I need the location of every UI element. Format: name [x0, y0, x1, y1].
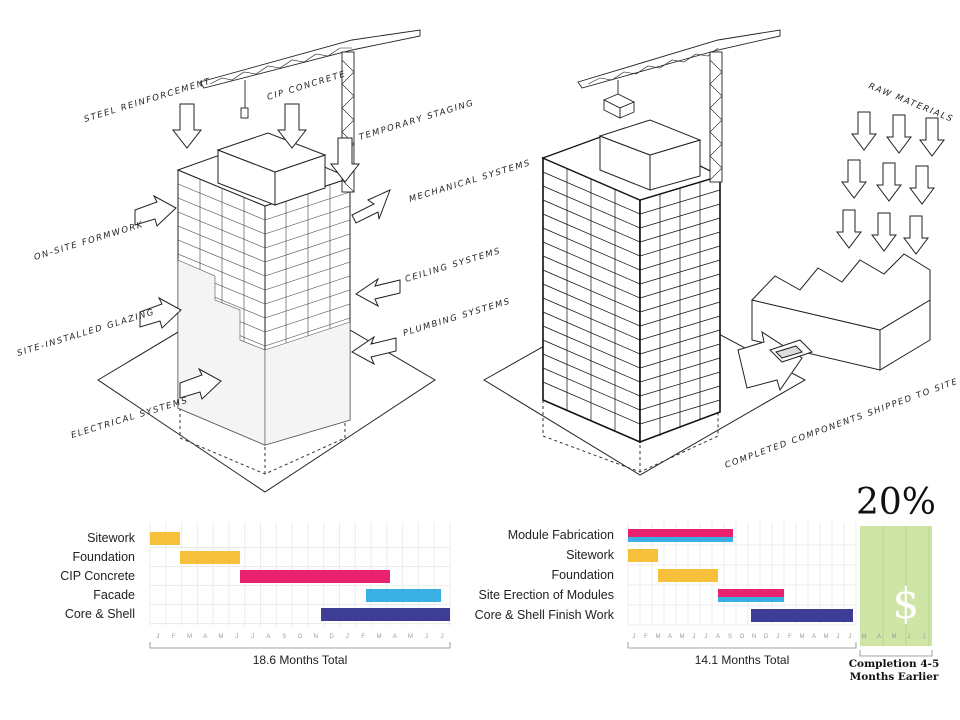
- month-tick: A: [812, 634, 816, 640]
- task-label: Module Fabrication: [508, 528, 614, 542]
- month-tick: M: [800, 634, 805, 640]
- task-label: CIP Concrete: [60, 569, 135, 583]
- month-tick: J: [837, 634, 840, 640]
- month-tick: F: [788, 634, 792, 640]
- right-module-grid: [542, 168, 721, 436]
- task-bar-secondary: [718, 597, 784, 602]
- task-label: Foundation: [72, 550, 135, 564]
- completion-note-line1: Completion 4-5: [849, 658, 940, 670]
- month-tick: J: [251, 634, 254, 640]
- timeline-bracket: [149, 642, 451, 649]
- month-tick: J: [633, 634, 636, 640]
- month-tick: S: [282, 634, 286, 640]
- time-savings-block: 20% $ M A M J J Completion 4-5 Months Earlie…: [849, 482, 940, 683]
- month-tick: A: [203, 634, 207, 640]
- savings-month-tick: M: [892, 634, 897, 640]
- month-tick: J: [693, 634, 696, 640]
- task-label: Site Erection of Modules: [479, 588, 615, 602]
- month-tick: J: [346, 634, 349, 640]
- label-cip-concrete: CIP CONCRETE: [266, 69, 348, 103]
- task-label: Core & Shell Finish Work: [475, 608, 615, 622]
- month-tick: A: [266, 634, 270, 640]
- savings-month-tick: A: [877, 634, 881, 640]
- task-label: Facade: [93, 588, 135, 602]
- month-tick: M: [219, 634, 224, 640]
- label-site-installed-glazing: SITE-INSTALLED GLAZING: [16, 307, 156, 359]
- savings-highlight: [860, 526, 932, 646]
- raw-material-arrows: [836, 111, 945, 255]
- month-tick: J: [235, 634, 238, 640]
- month-tick: A: [716, 634, 720, 640]
- task-label: Foundation: [551, 568, 614, 582]
- month-tick: M: [824, 634, 829, 640]
- month-tick: F: [172, 634, 176, 640]
- label-temporary-staging: TEMPORARY STAGING: [358, 98, 476, 143]
- right-crane: [577, 29, 781, 183]
- total-duration: 18.6 Months Total: [253, 653, 348, 667]
- timeline-bracket: [627, 642, 857, 649]
- modular-schedule-gantt: Module FabricationSiteworkFoundationSite…: [475, 522, 857, 667]
- month-tick: J: [849, 634, 852, 640]
- label-raw-materials: RAW MATERIALS: [867, 82, 955, 125]
- total-duration: 14.1 Months Total: [695, 653, 790, 667]
- savings-month-tick: J: [923, 634, 926, 640]
- label-on-site-formwork: ON-SITE FORMWORK: [33, 220, 145, 263]
- savings-month-tick: M: [862, 634, 867, 640]
- label-mechanical-systems: MECHANICAL SYSTEMS: [408, 158, 532, 205]
- right-tower-front-face: [542, 156, 641, 444]
- task-bar: [180, 551, 240, 564]
- task-bar: [718, 589, 784, 597]
- month-tick: F: [644, 634, 648, 640]
- month-tick: A: [393, 634, 397, 640]
- modular-building-illustration: RAW MATERIALS COMPLETED COMPONENTS SHIPP…: [483, 29, 960, 476]
- task-label: Sitework: [87, 531, 136, 545]
- task-bar: [628, 529, 733, 537]
- task-bar: [628, 549, 658, 562]
- left-input-arrows: [134, 103, 401, 400]
- completion-note-line2: Months Earlier: [850, 671, 939, 683]
- left-installed-glazing: [177, 259, 266, 446]
- task-bar-secondary: [628, 537, 733, 542]
- month-tick: M: [408, 634, 413, 640]
- month-tick: J: [705, 634, 708, 640]
- month-tick: M: [680, 634, 685, 640]
- dollar-icon: $: [893, 579, 920, 628]
- month-tick: F: [361, 634, 365, 640]
- task-bar: [658, 569, 718, 582]
- month-tick: A: [668, 634, 672, 640]
- month-tick: J: [425, 634, 428, 640]
- month-tick: D: [764, 634, 769, 640]
- month-tick: J: [156, 634, 159, 640]
- month-tick: N: [752, 634, 756, 640]
- month-tick: M: [187, 634, 192, 640]
- task-bar: [751, 609, 853, 622]
- factory-building: [751, 253, 931, 371]
- month-tick: M: [376, 634, 381, 640]
- month-tick: J: [777, 634, 780, 640]
- conventional-building-illustration: STEEL REINFORCEMENT CIP CONCRETE TEMPORA…: [16, 29, 532, 493]
- shipping-arrow: [737, 330, 813, 392]
- task-label: Sitework: [566, 548, 615, 562]
- month-tick: O: [298, 634, 303, 640]
- month-tick: M: [656, 634, 661, 640]
- task-bar: [150, 532, 180, 545]
- task-label: Core & Shell: [65, 607, 135, 621]
- task-bar: [321, 608, 450, 621]
- month-tick: D: [329, 634, 334, 640]
- month-tick: N: [314, 634, 318, 640]
- task-bar: [366, 589, 441, 602]
- label-plumbing-systems: PLUMBING SYSTEMS: [402, 296, 512, 338]
- month-tick: O: [740, 634, 745, 640]
- month-tick: J: [441, 634, 444, 640]
- month-tick: S: [728, 634, 732, 640]
- label-ceiling-systems: CEILING SYSTEMS: [404, 246, 503, 285]
- task-bar: [240, 570, 390, 583]
- savings-percent: 20%: [856, 482, 936, 523]
- savings-month-tick: J: [908, 634, 911, 640]
